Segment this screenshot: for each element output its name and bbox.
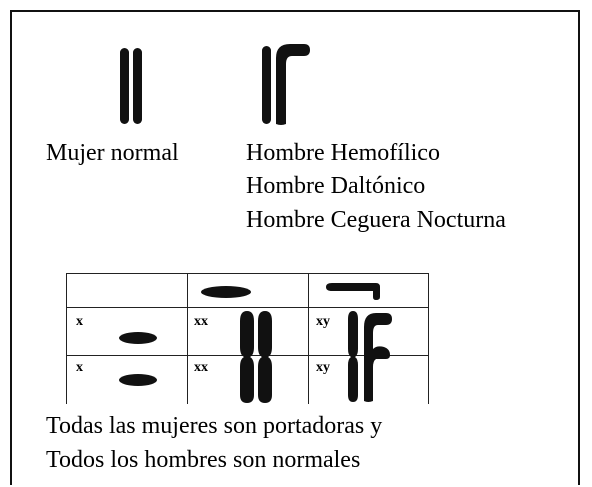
header-y-chromosome: [326, 283, 380, 300]
diagram-frame: [10, 10, 580, 485]
row-label-x-1: x: [76, 314, 83, 329]
female-xx-chromosomes: [120, 48, 142, 124]
male-label-night-blindness: Hombre Ceguera Nocturna: [246, 207, 506, 233]
header-x-chromosome: [201, 286, 251, 298]
cell-label-xx-2: xx: [194, 360, 208, 375]
cell-label-xy-1: xy: [316, 314, 330, 329]
male-label-colorblind: Hombre Daltónico: [246, 173, 426, 199]
row-x-chromosome-2: [119, 374, 157, 386]
conclusion-line-2: Todos los hombres son normales: [46, 447, 361, 473]
male-xy-chromosomes: [262, 44, 310, 125]
male-label-hemophilia: Hombre Hemofílico: [246, 140, 440, 166]
row-label-x-2: x: [76, 360, 83, 375]
row-x-chromosome-1: [119, 332, 157, 344]
cell-label-xy-2: xy: [316, 360, 330, 375]
conclusion-line-1: Todas las mujeres son portadoras y: [46, 413, 383, 439]
offspring-xx-chromosomes: [240, 311, 272, 403]
offspring-xy-chromosomes: [348, 311, 392, 402]
female-label: Mujer normal: [46, 140, 179, 166]
punnett-square: x x xx xy xx xy: [66, 273, 429, 404]
cell-label-xx-1: xx: [194, 314, 208, 329]
